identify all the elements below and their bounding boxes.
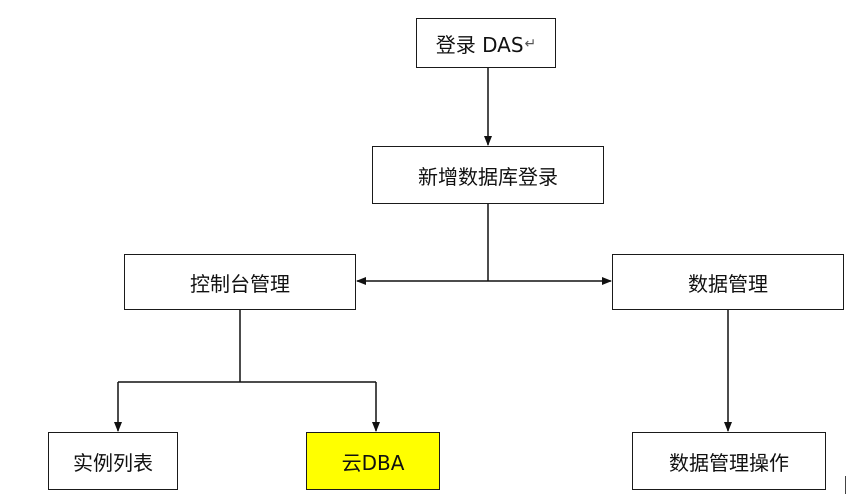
text-cursor-mark bbox=[845, 476, 848, 494]
node-data-management-ops: 数据管理操作 bbox=[632, 432, 826, 490]
node-cloud-dba: 云DBA bbox=[306, 432, 440, 490]
node-instance-list-label: 实例列表 bbox=[73, 450, 153, 475]
node-data-management-label: 数据管理 bbox=[688, 271, 768, 296]
node-login-das-label: 登录 DAS bbox=[435, 32, 524, 57]
node-console-management-label: 控制台管理 bbox=[190, 271, 290, 296]
node-login-das: 登录 DAS↵ bbox=[416, 18, 556, 68]
node-cloud-dba-label: 云DBA bbox=[341, 450, 405, 475]
node-data-management: 数据管理 bbox=[612, 254, 844, 310]
node-add-db-login-label: 新增数据库登录 bbox=[418, 164, 558, 189]
paragraph-mark: ↵ bbox=[524, 36, 537, 52]
node-instance-list: 实例列表 bbox=[48, 432, 178, 490]
node-console-management: 控制台管理 bbox=[124, 254, 356, 310]
node-data-management-ops-label: 数据管理操作 bbox=[669, 450, 789, 475]
node-add-db-login: 新增数据库登录 bbox=[372, 146, 604, 204]
